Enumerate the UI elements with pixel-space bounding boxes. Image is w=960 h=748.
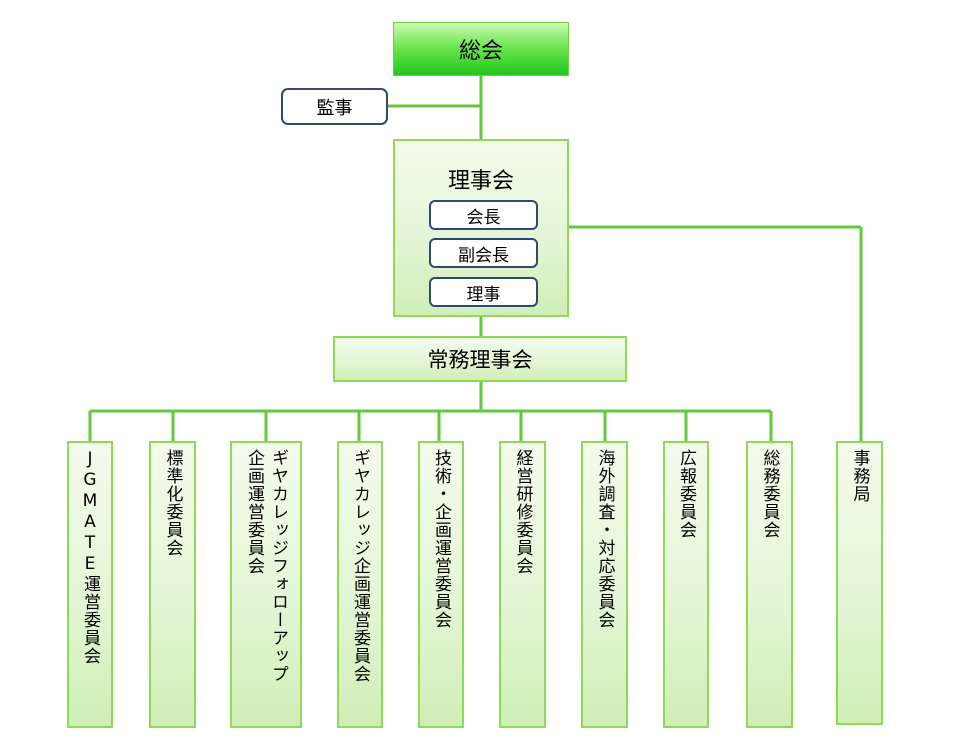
auditor-label: 監事: [316, 97, 353, 119]
committee-jgmate: JGMATE運営委員会: [67, 441, 113, 728]
board-of-directors-box: 理事会 会長 副会長 理事: [393, 139, 569, 317]
secretariat-box: 事務局: [836, 441, 883, 725]
committee-technology-planning: 技術・企画運営委員会: [418, 441, 464, 728]
role-chairman-label: 会長: [466, 207, 501, 228]
committee-gear-college-planning: ギヤカレッジ企画運営委員会: [337, 441, 383, 728]
committee-gear-college-planning-label: ギヤカレッジ企画運営委員会: [350, 449, 370, 683]
board-title: 理事会: [447, 169, 514, 194]
committee-management-training-label: 経営研修委員会: [512, 449, 533, 575]
committee-standardization-label: 標準化委員会: [162, 449, 183, 557]
committee-gear-college-followup: ギヤカレッジフォローアップ 企画運営委員会: [230, 441, 302, 728]
committee-technology-planning-label: 技術・企画運営委員会: [431, 449, 451, 629]
committee-management-training: 経営研修委員会: [499, 441, 546, 728]
secretariat-label: 事務局: [849, 449, 870, 503]
executive-board-label: 常務理事会: [427, 348, 533, 372]
role-vice-chairman-label: 副会長: [458, 245, 509, 266]
general-assembly-label: 総会: [458, 39, 503, 64]
committee-gear-college-followup-line1: ギヤカレッジフォローアップ: [268, 449, 288, 683]
committee-jgmate-label: JGMATE運営委員会: [80, 449, 100, 665]
role-vice-chairman: 副会長: [429, 238, 538, 268]
committee-overseas-research: 海外調査・対応委員会: [581, 441, 628, 728]
committee-gear-college-followup-line2: 企画運営委員会: [244, 449, 264, 575]
committee-general-affairs-label: 総務委員会: [759, 449, 780, 539]
committee-standardization: 標準化委員会: [149, 441, 196, 728]
committee-public-relations-label: 広報委員会: [676, 449, 696, 539]
executive-board-box: 常務理事会: [333, 336, 627, 382]
general-assembly-box: 総会: [393, 22, 569, 76]
role-chairman: 会長: [429, 200, 538, 230]
committee-public-relations: 広報委員会: [663, 441, 709, 728]
auditor-box: 監事: [281, 88, 388, 125]
committee-overseas-research-label: 海外調査・対応委員会: [594, 449, 615, 629]
committee-general-affairs: 総務委員会: [746, 441, 793, 728]
role-director-label: 理事: [466, 284, 501, 305]
role-director: 理事: [429, 277, 538, 307]
